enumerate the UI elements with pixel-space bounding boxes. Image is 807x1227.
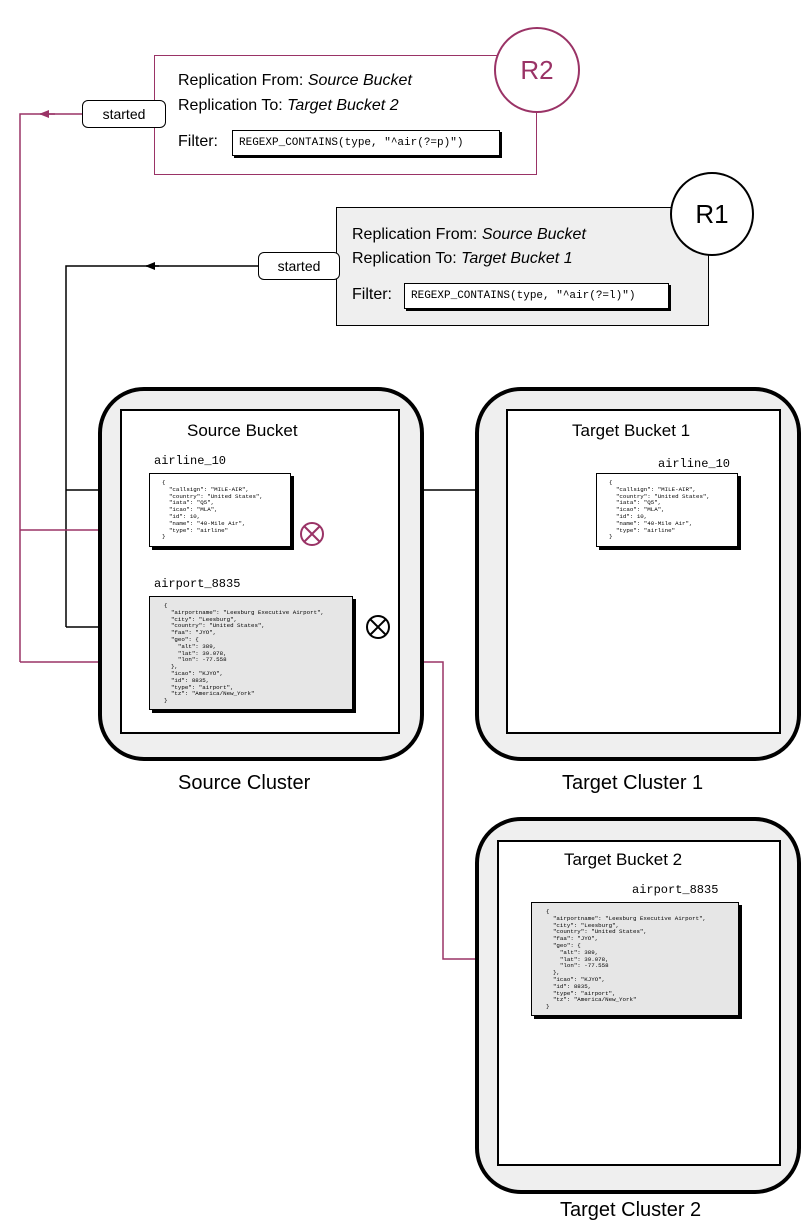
source-cluster-label: Source Cluster [178,772,311,794]
r1-flow-line [65,265,258,627]
r1-filter-label: Filter: [352,286,392,303]
target1-airline-doc-name: airline_10 [658,457,731,471]
r2-to-value: Target Bucket 2 [287,97,399,114]
r2-flow-line [19,113,82,662]
target-bucket-2-title: Target Bucket 2 [564,850,683,869]
r1-to-value: Target Bucket 1 [461,250,573,267]
target-bucket-1 [506,409,781,734]
r1-filtered-out-icon [366,615,390,639]
r1-status-badge: started [258,252,340,280]
r2-filter-expression: REGEXP_CONTAINS(type, "^air(?=p)") [232,130,500,156]
airport-doc: { "airportname": "Leesburg Executive Air… [149,596,353,710]
target1-airline-doc-json: { "callsign": "MILE-AIR", "country": "Un… [609,479,710,541]
target2-airport-doc: { "airportname": "Leesburg Executive Air… [531,902,739,1016]
r1-badge: R1 [670,172,754,256]
r1-to-label: Replication To: [352,250,457,267]
target-cluster-2-label: Target Cluster 2 [560,1199,702,1221]
r2-badge: R2 [494,27,580,113]
airport-doc-name: airport_8835 [154,577,241,591]
r1-from-label: Replication From: [352,226,478,243]
source-bucket-title: Source Bucket [187,421,298,440]
r1-from-value: Source Bucket [481,226,586,243]
r1-to-line: Replication To: Target Bucket 1 [352,250,573,268]
airport-doc-json: { "airportname": "Leesburg Executive Air… [164,602,325,705]
r2-status-badge: started [82,100,166,128]
target1-airline-doc: { "callsign": "MILE-AIR", "country": "Un… [596,473,738,547]
r2-filtered-out-icon [300,522,324,546]
r2-from-value: Source Bucket [307,72,412,89]
r2-to-label: Replication To: [178,97,283,114]
r2-to-line: Replication To: Target Bucket 2 [178,97,399,115]
airline-doc-json: { "callsign": "MILE-AIR", "country": "Un… [162,479,263,541]
r1-from-line: Replication From: Source Bucket [352,226,586,244]
airline-doc: { "callsign": "MILE-AIR", "country": "Un… [149,473,291,547]
r1-filter-expression: REGEXP_CONTAINS(type, "^air(?=l)") [404,283,669,309]
target2-airport-doc-name: airport_8835 [632,883,719,897]
r2-filter-label: Filter: [178,133,218,150]
r2-from-line: Replication From: Source Bucket [178,72,412,90]
airline-doc-name: airline_10 [154,454,227,468]
target-cluster-1-label: Target Cluster 1 [562,772,704,794]
target2-airport-doc-json: { "airportname": "Leesburg Executive Air… [546,908,707,1011]
target-bucket-1-title: Target Bucket 1 [572,421,691,440]
r2-from-label: Replication From: [178,72,304,89]
